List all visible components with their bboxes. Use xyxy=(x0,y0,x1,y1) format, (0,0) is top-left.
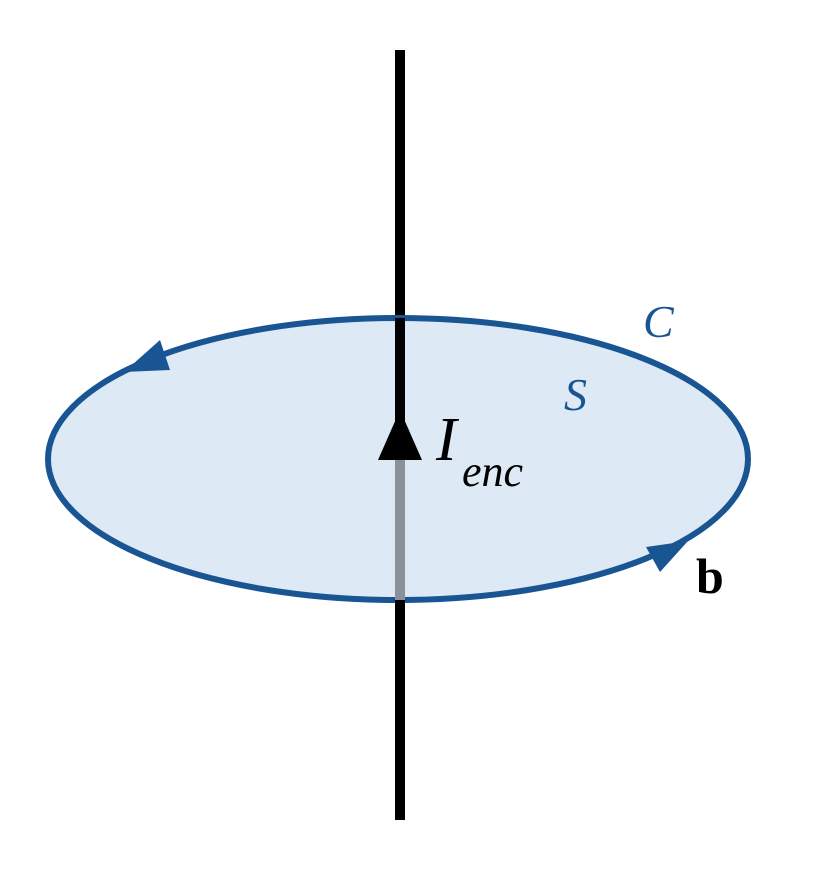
field-label: b xyxy=(696,548,724,604)
curve-label: C xyxy=(643,296,675,347)
loop-arrow-top-left-icon xyxy=(124,340,170,372)
current-subscript-label: enc xyxy=(462,447,524,496)
current-arrow-icon xyxy=(378,410,422,460)
surface-label: S xyxy=(564,369,587,420)
loop-arrow-bottom-right-icon xyxy=(646,541,688,572)
current-label: I xyxy=(435,406,460,474)
